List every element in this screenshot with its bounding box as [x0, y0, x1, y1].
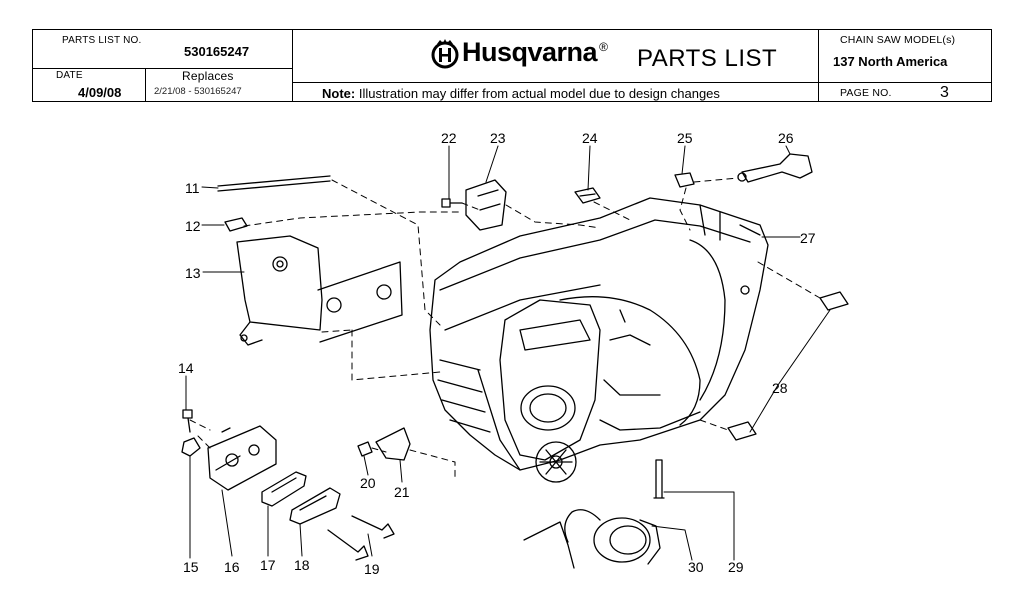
- part-18-bracket: [289, 487, 341, 525]
- part-16-plate: [207, 425, 277, 491]
- part-14-bolt: [182, 409, 193, 433]
- part-13-bracket: [236, 235, 403, 346]
- page-label: PAGE NO.: [840, 87, 892, 99]
- callout-16: 16: [224, 559, 240, 575]
- part-23-bracket: [465, 179, 507, 231]
- part-28-nut-lower: [727, 421, 757, 441]
- parts-list-no-label: PARTS LIST NO.: [62, 35, 142, 46]
- callout-20: 20: [360, 475, 376, 491]
- date-value: 4/09/08: [78, 85, 122, 100]
- design-note: Note: Illustration may differ from actua…: [322, 86, 720, 101]
- page-number: 3: [940, 84, 949, 101]
- callout-13: 13: [185, 265, 201, 281]
- page-title: PARTS LIST: [637, 45, 778, 72]
- part-17-plate: [261, 471, 307, 507]
- brand-name: Husqvarna®: [462, 37, 608, 67]
- model-label: CHAIN SAW MODEL(s): [840, 34, 956, 46]
- callout-18: 18: [294, 557, 310, 573]
- callout-22: 22: [441, 130, 457, 146]
- part-30-spool: [523, 509, 661, 569]
- callout-12: 12: [185, 218, 201, 234]
- part-19-screws: [327, 515, 395, 561]
- callout-25: 25: [677, 130, 693, 146]
- part-25-nut: [674, 172, 695, 188]
- replaces-value: 2/21/08 - 530165247: [154, 86, 242, 97]
- callout-19: 19: [364, 561, 380, 577]
- part-28-nut-upper: [819, 291, 849, 311]
- parts-list-header: [32, 29, 992, 102]
- callout-17: 17: [260, 557, 276, 573]
- callout-15: 15: [183, 559, 199, 575]
- date-label: DATE: [56, 70, 83, 81]
- part-22-screw: [441, 198, 463, 208]
- parts-list-no: 530165247: [184, 44, 250, 59]
- part-26-lever: [737, 153, 813, 183]
- part-11-rod: [217, 175, 331, 192]
- callout-23: 23: [490, 130, 506, 146]
- replaces-label: Replaces: [182, 69, 234, 83]
- part-21-bracket: [375, 427, 411, 461]
- callout-11: 11: [185, 180, 200, 196]
- part-29-screw: [653, 459, 665, 499]
- callout-14: 14: [178, 360, 194, 376]
- callout-30: 30: [688, 559, 704, 575]
- callout-28: 28: [772, 380, 788, 396]
- clutch-cover-housing: [429, 197, 769, 483]
- part-12-nut: [224, 217, 248, 232]
- part-20-nut: [357, 441, 373, 457]
- model-value: 137 North America: [833, 54, 948, 69]
- part-24-nut: [574, 187, 601, 204]
- callout-26: 26: [778, 130, 794, 146]
- husqvarna-logo-icon: [431, 39, 459, 69]
- callout-labels: 11 12 13 14 15 16 17 18 19 20 21 22 23 2…: [178, 130, 816, 577]
- part-15-nut: [181, 437, 201, 457]
- callout-27: 27: [800, 230, 816, 246]
- callout-29: 29: [728, 559, 744, 575]
- callout-21: 21: [394, 484, 410, 500]
- callout-24: 24: [582, 130, 598, 146]
